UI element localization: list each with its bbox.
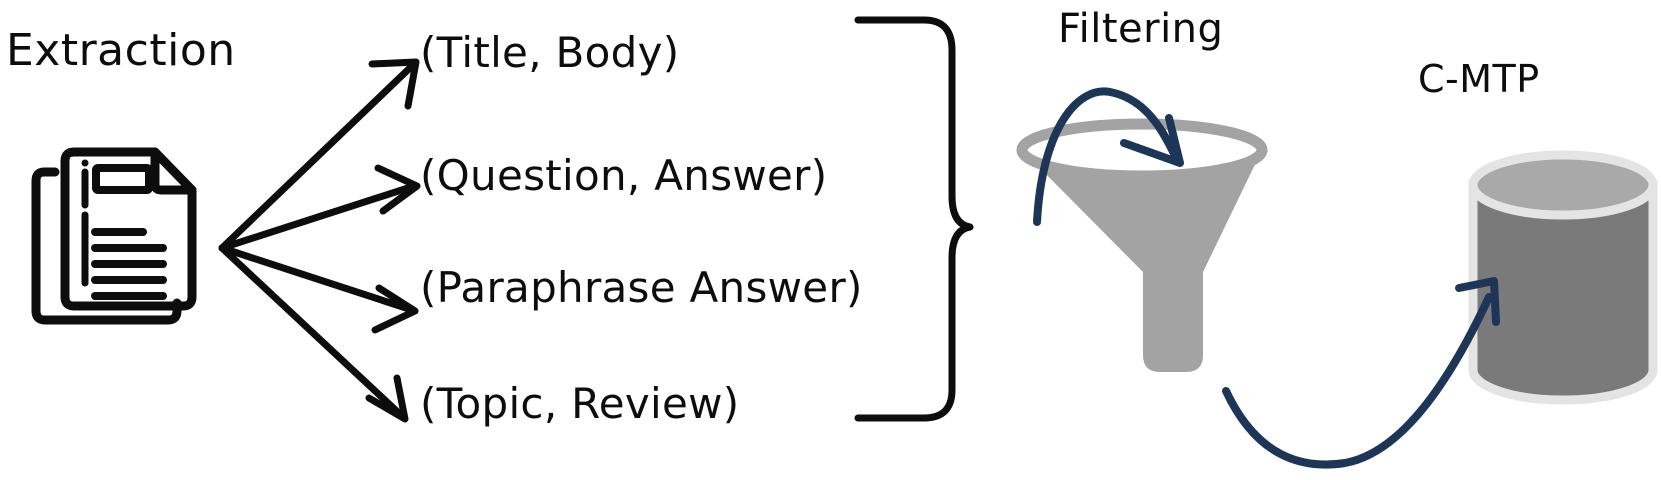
fan-out-arrows bbox=[218, 58, 421, 423]
pair-label-paraphrase-answer: (Paraphrase Answer) bbox=[420, 263, 863, 312]
pair-label-question-answer: (Question, Answer) bbox=[420, 151, 828, 200]
funnel-rim bbox=[1016, 118, 1268, 182]
dataset-label-cmtp: C-MTP bbox=[1418, 57, 1540, 101]
page-title-extraction: Extraction bbox=[6, 25, 236, 76]
database-cylinder-icon bbox=[1468, 150, 1658, 405]
curved-arrow-to-database bbox=[1222, 277, 1500, 469]
curved-arrow-into-funnel bbox=[1033, 87, 1184, 226]
fan-arrow-2 bbox=[218, 164, 421, 252]
cylinder-top-ellipse bbox=[1468, 150, 1658, 220]
fan-arrow-1 bbox=[218, 58, 420, 252]
stage-label-filtering: Filtering bbox=[1058, 6, 1224, 52]
pair-label-topic-review: (Topic, Review) bbox=[420, 379, 740, 428]
pair-label-title-body: (Title, Body) bbox=[420, 28, 680, 77]
document-stack-icon bbox=[31, 147, 197, 325]
fan-arrow-4 bbox=[218, 244, 409, 423]
fan-arrow-3 bbox=[218, 244, 419, 334]
right-curly-brace bbox=[854, 16, 974, 422]
funnel-icon bbox=[1016, 118, 1268, 372]
